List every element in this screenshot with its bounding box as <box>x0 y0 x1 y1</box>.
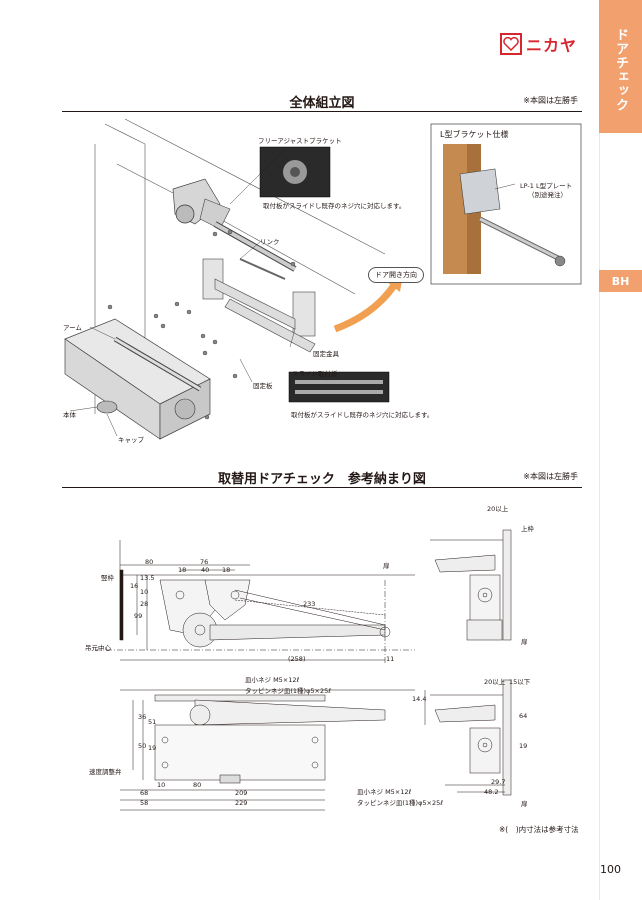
dim-48-2: 48.2 <box>484 788 499 796</box>
door-direction-label: ドア開き方向 <box>368 267 424 283</box>
brand-logo: ニカヤ <box>500 32 577 56</box>
screw-note-2b: タッピンネジ皿(1種)φ5×25ℓ <box>357 799 443 807</box>
installation-drawing <box>95 529 512 811</box>
dim-28: 28 <box>140 600 149 608</box>
free-adjust-label: フリーアジャストブラケット <box>258 137 342 145</box>
screw-note-1a: 皿小ネジ M5×12ℓ <box>245 676 300 684</box>
section1-note: ※本図は左勝手 <box>523 96 578 105</box>
page-number: 100 <box>600 863 621 876</box>
slide-caption: 取付板がスライドし既存のネジ穴に対応します。 <box>291 411 434 419</box>
speed-valve-label: 速度調整弁 <box>89 768 122 776</box>
dim-50: 50 <box>138 742 147 750</box>
arm-label: アーム <box>63 324 82 332</box>
door-label-side2: 扉 <box>521 800 528 808</box>
side-tab-label: ドアチェック <box>613 28 628 112</box>
dim-36: 36 <box>138 713 147 721</box>
dim-40: 40 <box>201 566 210 574</box>
top-frame-label: 上枠 <box>521 525 534 533</box>
dim-29-7: 29.7 <box>491 778 506 786</box>
dim-14-4: 14.4 <box>412 695 427 703</box>
section2-header: 取替用ドアチェック 参考納まり図 ※本図は左勝手 <box>62 466 582 488</box>
dim-233: 233 <box>303 600 316 608</box>
dim-80: 80 <box>145 558 154 566</box>
lp1-label: LP-1 L型プレート <box>520 182 573 190</box>
lp1-sub: （別途発注） <box>528 191 567 199</box>
section1-title: 全体組立図 <box>289 96 355 111</box>
side-divider <box>599 133 600 900</box>
dim-68: 68 <box>140 789 149 797</box>
frame-label: 竪枠 <box>101 574 114 582</box>
dim-15up: 15以下 <box>509 678 531 686</box>
slide-plate-photo <box>288 371 390 403</box>
dim-58: 58 <box>140 799 149 807</box>
door-label-side1: 扉 <box>521 638 528 646</box>
dim-258: (258) <box>288 655 306 663</box>
dim-18a: 18 <box>178 566 187 574</box>
dim-99: 99 <box>134 612 143 620</box>
mount-plate-right <box>292 291 316 337</box>
link-label: リンク <box>260 238 280 246</box>
dim-19: 19 <box>148 744 157 752</box>
cap-label: キャップ <box>118 436 144 444</box>
heart-logo-icon <box>500 33 522 55</box>
l-bracket-box <box>430 123 582 285</box>
reference-note: ※( )内寸法は参考寸法 <box>499 825 579 834</box>
bh-badge: BH <box>599 270 642 292</box>
pivot-center-label: 吊元中心 <box>85 644 111 652</box>
logo-text: ニカヤ <box>526 36 578 55</box>
dim-16: 16 <box>130 582 139 590</box>
screw-note-1b: タッピンネジ皿(1種)φ5×25ℓ <box>245 687 331 695</box>
dim-76: 76 <box>200 558 209 566</box>
dim-80b: 80 <box>193 781 202 789</box>
side-tab: ドアチェック <box>599 0 642 133</box>
fixing-plate-label: 固定板 <box>253 382 273 390</box>
screw-note-2a: 皿小ネジ M5×12ℓ <box>357 788 412 796</box>
dim-20up-a: 20以上 <box>487 505 509 513</box>
dim-19b: 19 <box>519 742 528 750</box>
free-adjust-caption: 取付板がスライドし既存のネジ穴に対応します。 <box>263 202 406 210</box>
dim-64: 64 <box>519 712 528 720</box>
dim-18b: 18 <box>222 566 231 574</box>
dim-10b: 10 <box>157 781 166 789</box>
door-label-top: 扉 <box>383 562 390 570</box>
mount-plate-left <box>202 258 224 300</box>
section2-title: 取替用ドアチェック 参考納まり図 <box>218 472 426 487</box>
dim-20up-b: 20以上 <box>484 678 506 686</box>
closer-body <box>64 318 211 440</box>
fixing-hardware-label: 固定金具 <box>313 350 339 358</box>
slide-plate-label: スライド取付板 <box>292 370 338 378</box>
dim-10: 10 <box>140 588 149 596</box>
dim-51: 51 <box>148 718 157 726</box>
dim-209: 209 <box>235 789 248 797</box>
dim-229: 229 <box>235 799 248 807</box>
body-label: 本体 <box>63 411 76 419</box>
section2-note: ※本図は左勝手 <box>523 472 578 481</box>
assembly-diagram <box>64 118 582 440</box>
dim-13-5: 13.5 <box>140 574 155 582</box>
section1-header: 全体組立図 ※本図は左勝手 <box>62 90 582 112</box>
dim-11: 11 <box>386 655 395 663</box>
l-bracket-title: L型ブラケット仕様 <box>440 130 509 139</box>
